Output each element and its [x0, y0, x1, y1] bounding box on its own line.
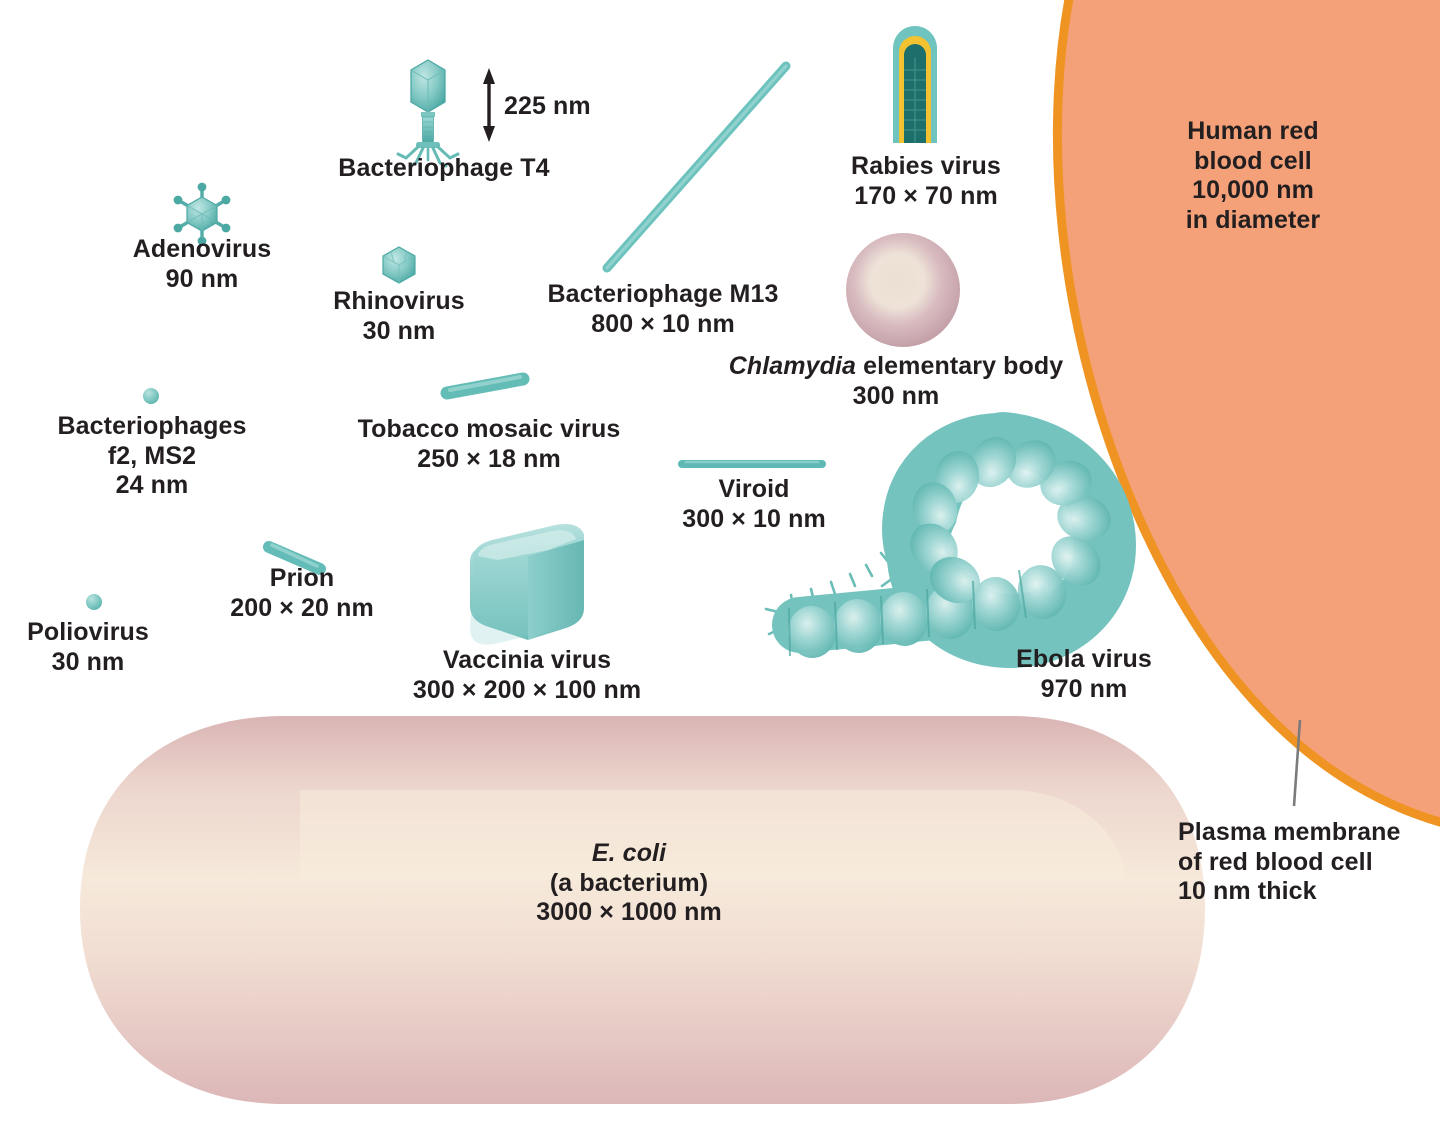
- prion-shape: [263, 541, 326, 575]
- bacteriophage-t4-label: Bacteriophage T4: [338, 154, 550, 182]
- rhinovirus-label: Rhinovirus 30 nm: [333, 287, 465, 345]
- bacteriophage-t4-shape: [396, 59, 460, 168]
- ecoli-label: E. coli(a bacterium) 3000 × 1000 nm: [536, 839, 722, 928]
- bacteriophage-m13-label: Bacteriophage M13 800 × 10 nm: [547, 280, 779, 338]
- dimension-arrow-225nm: [483, 68, 495, 142]
- rabies-virus-shape: [893, 26, 937, 143]
- chlamydia-descriptor: elementary body: [856, 352, 1064, 380]
- bacteriophages-f2-ms2-label: Bacteriophages f2, MS2 24 nm: [57, 412, 247, 499]
- chlamydia-size: 300 nm: [852, 381, 940, 410]
- ebola-virus-shape: [764, 412, 1137, 668]
- poliovirus-label: Poliovirus 30 nm: [27, 618, 149, 676]
- vaccinia-virus-label: Vaccinia virus 300 × 200 × 100 nm: [412, 646, 642, 704]
- dimension-225nm-label: 225 nm: [504, 92, 591, 120]
- human-red-blood-cell-shape: [1052, 0, 1440, 827]
- viroid-shape: [678, 460, 826, 468]
- adenovirus-shape: [173, 182, 231, 246]
- rabies-virus-label: Rabies virus 170 × 70 nm: [851, 152, 1001, 210]
- ebola-virus-label: Ebola virus 970 nm: [1016, 645, 1152, 703]
- poliovirus-shape: [86, 594, 102, 610]
- bacteriophage-m13-shape: [602, 61, 791, 273]
- plasma-membrane-label: Plasma membrane of red blood cell 10 nm …: [1178, 818, 1401, 905]
- human-red-blood-cell-label: Human red blood cell 10,000 nm in diamet…: [1185, 117, 1321, 234]
- tobacco-mosaic-virus-shape: [440, 372, 530, 400]
- tobacco-mosaic-virus-label: Tobacco mosaic virus 250 × 18 nm: [357, 415, 621, 473]
- vaccinia-virus-shape: [470, 524, 584, 645]
- plasma-membrane-leader-line: [1292, 719, 1302, 807]
- chlamydia-genus-italic: Chlamydia: [728, 352, 857, 380]
- ecoli-species-italic: E. coli: [591, 839, 667, 867]
- adenovirus-label: Adenovirus 90 nm: [132, 235, 272, 293]
- ecoli-descriptor: (a bacterium) 3000 × 1000 nm: [536, 868, 722, 927]
- ecoli-shape: [80, 716, 1205, 1104]
- chlamydia-elementary-body-shape: [846, 233, 960, 347]
- bacteriophages-f2-ms2-shape: [143, 388, 159, 404]
- viroid-label: Viroid 300 × 10 nm: [682, 475, 826, 533]
- rhinovirus-shape: [382, 246, 416, 284]
- prion-label: Prion 200 × 20 nm: [230, 564, 374, 622]
